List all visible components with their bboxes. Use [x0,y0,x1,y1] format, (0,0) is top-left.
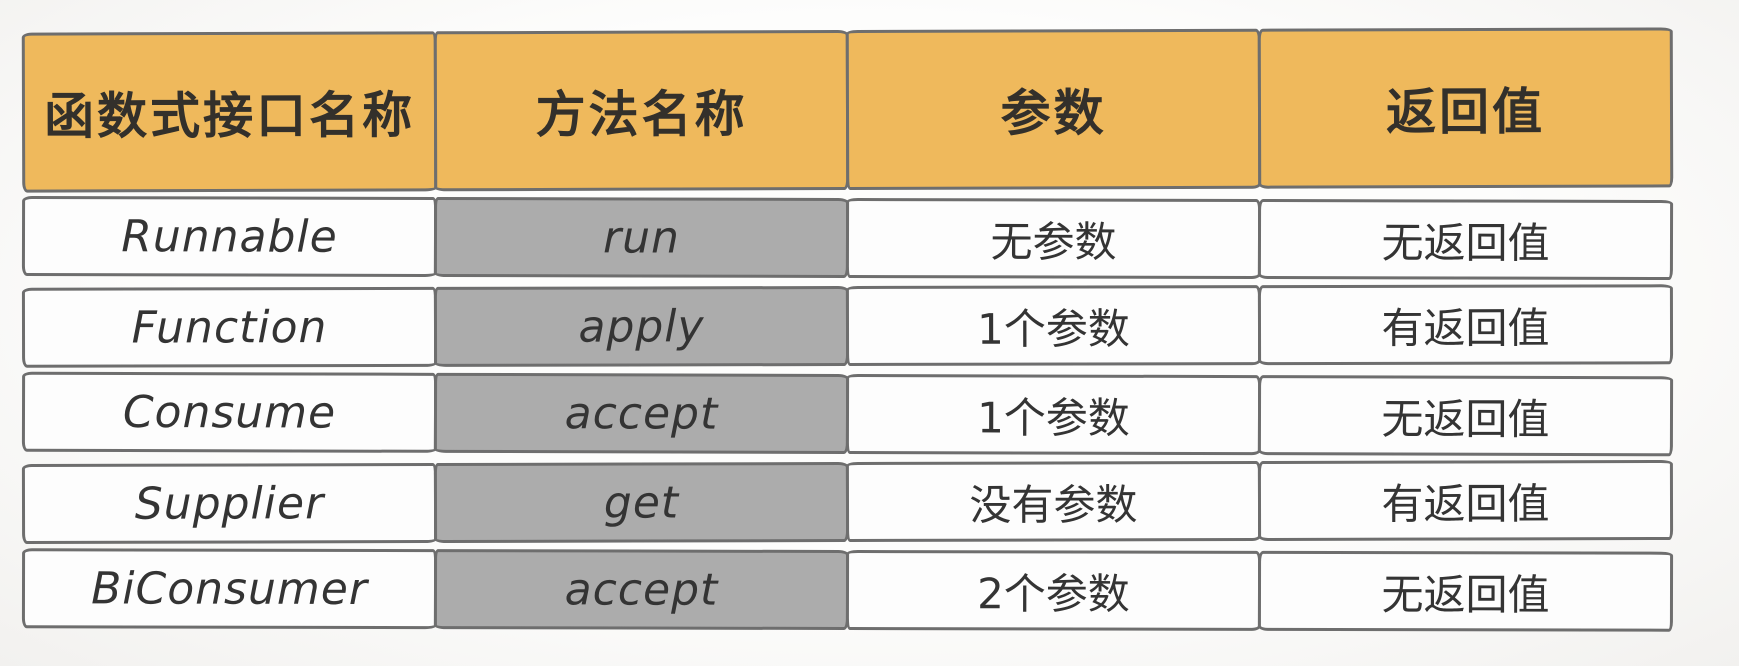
cell-method-name: run [433,196,850,278]
cell-return-value: 有返回值 [1257,459,1674,542]
cell-interface-name: Supplier [21,463,438,545]
header-cell-return-value: 返回值 [1257,27,1674,189]
functional-interface-table: 函数式接口名称 方法名称 参数 返回值 Runnable run 无参数 无返回… [21,27,1682,632]
cell-return-value: 无返回值 [1257,550,1674,632]
cell-params: 无参数 [845,197,1262,279]
table-row-supplier: Supplier get 没有参数 有返回值 [21,459,1682,545]
table-row-function: Function apply 1个参数 有返回值 [21,284,1682,368]
cell-interface-name: Function [21,286,438,368]
cell-interface-name: BiConsumer [21,548,438,630]
cell-method-name: get [433,462,850,544]
cell-params: 2个参数 [845,549,1262,631]
cell-return-value: 有返回值 [1257,284,1674,366]
cell-return-value: 无返回值 [1257,198,1674,281]
cell-params: 没有参数 [845,461,1262,543]
cell-method-name: apply [433,286,850,367]
cell-interface-name: Consume [21,371,438,453]
table-row-runnable: Runnable run 无参数 无返回值 [21,195,1682,281]
table-header-row: 函数式接口名称 方法名称 参数 返回值 [21,27,1682,193]
table-row-consume: Consume accept 1个参数 无返回值 [21,371,1682,457]
cell-params: 1个参数 [845,373,1262,456]
header-cell-params: 参数 [845,28,1262,191]
header-cell-interface-name: 函数式接口名称 [21,31,438,193]
cell-method-name: accept [433,372,850,454]
header-cell-method-name: 方法名称 [433,30,850,192]
cell-method-name: accept [433,549,850,630]
table-row-biconsumer: BiConsumer accept 2个参数 无返回值 [21,548,1682,632]
cell-interface-name: Runnable [21,195,438,277]
cell-return-value: 无返回值 [1257,375,1674,457]
cell-params: 1个参数 [845,285,1262,367]
